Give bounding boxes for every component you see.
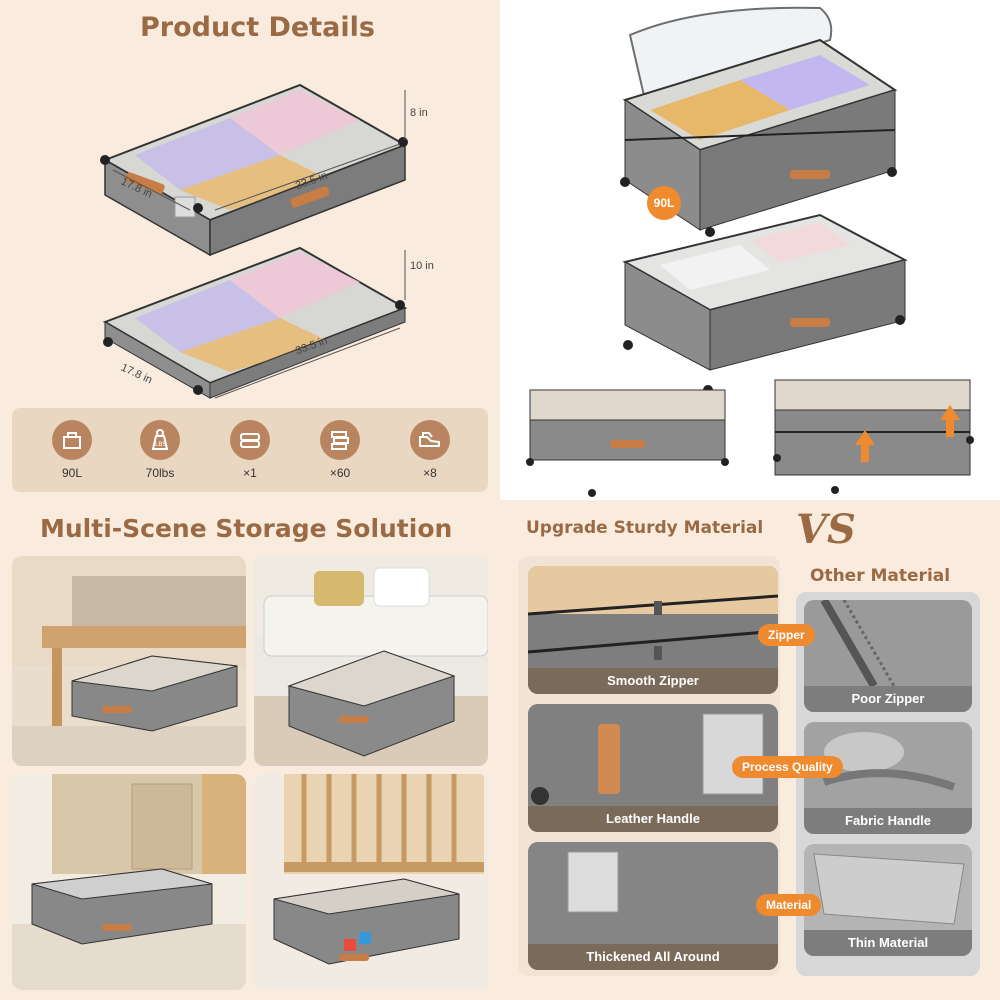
thickened-panel: Thickened All Around <box>528 842 778 970</box>
box-dimension-illustration <box>100 83 408 399</box>
product-hero-section: 90L <box>500 0 1000 500</box>
fabric-handle-panel: Fabric Handle <box>804 722 972 834</box>
feature-clothes-label: ×60 <box>329 466 351 480</box>
feature-bedding: ×1 <box>220 420 280 480</box>
thin-material-caption: Thin Material <box>804 930 972 956</box>
small-box-right <box>773 379 974 494</box>
box1-height-label: 8 in <box>410 107 428 119</box>
multi-scene-section: Multi-Scene Storage Solution <box>0 500 500 1000</box>
stacked-clothes-icon <box>320 420 360 460</box>
fabric-handle-caption: Fabric Handle <box>804 808 972 834</box>
feature-shoes: ×8 <box>400 420 460 480</box>
scene-crib-photo <box>254 774 488 990</box>
scene-bed-photo <box>12 556 246 766</box>
poor-zipper-caption: Poor Zipper <box>804 686 972 712</box>
zipper-tag: Zipper <box>758 624 815 646</box>
other-material-title: Other Material <box>810 566 951 586</box>
leather-handle-panel: Leather Handle <box>528 704 778 832</box>
open-box-with-clothes <box>620 6 898 237</box>
capacity-badge: 90L <box>647 186 681 220</box>
feature-weight: LBS 70lbs <box>130 420 190 480</box>
product-details-section: Product Details <box>0 0 500 500</box>
feature-capacity-label: 90L <box>61 466 83 480</box>
smooth-zipper-panel: Smooth Zipper <box>528 566 778 694</box>
material-tag: Material <box>756 894 822 916</box>
feature-clothes: ×60 <box>310 420 370 480</box>
thickened-caption: Thickened All Around <box>528 944 778 970</box>
shoes-icon <box>410 420 450 460</box>
storage-box-large <box>102 246 408 399</box>
leather-handle-caption: Leather Handle <box>528 806 778 832</box>
storage-box-small <box>100 83 408 257</box>
product-details-title: Product Details <box>140 12 375 43</box>
material-comparison-section: Upgrade Sturdy Material VS Other Materia… <box>500 500 1000 1000</box>
svg-text:LBS: LBS <box>155 441 166 448</box>
feature-weight-label: 70lbs <box>145 466 175 480</box>
box2-height-label: 10 in <box>410 260 434 272</box>
multi-scene-title: Multi-Scene Storage Solution <box>40 514 453 543</box>
feature-capacity: 90L <box>42 420 102 480</box>
small-box-left <box>526 389 729 497</box>
vs-label: VS <box>796 506 856 553</box>
poor-zipper-panel: Poor Zipper <box>804 600 972 712</box>
capacity-box-icon <box>52 420 92 460</box>
scene-sofa-photo <box>254 556 488 766</box>
upgrade-material-title: Upgrade Sturdy Material <box>526 518 764 538</box>
box-variants-illustration <box>526 6 974 497</box>
feature-shoes-label: ×8 <box>423 466 437 480</box>
feature-icon-bar: 90L LBS 70lbs ×1 ×60 ×8 <box>12 408 488 492</box>
thin-material-panel: Thin Material <box>804 844 972 956</box>
smooth-zipper-caption: Smooth Zipper <box>528 668 778 694</box>
folded-towel-icon <box>230 420 270 460</box>
feature-bedding-label: ×1 <box>243 466 257 480</box>
scene-cabinet-photo <box>12 774 246 990</box>
box-with-shoes <box>622 213 908 395</box>
process-quality-tag: Process Quality <box>732 756 843 778</box>
weight-icon: LBS <box>140 420 180 460</box>
